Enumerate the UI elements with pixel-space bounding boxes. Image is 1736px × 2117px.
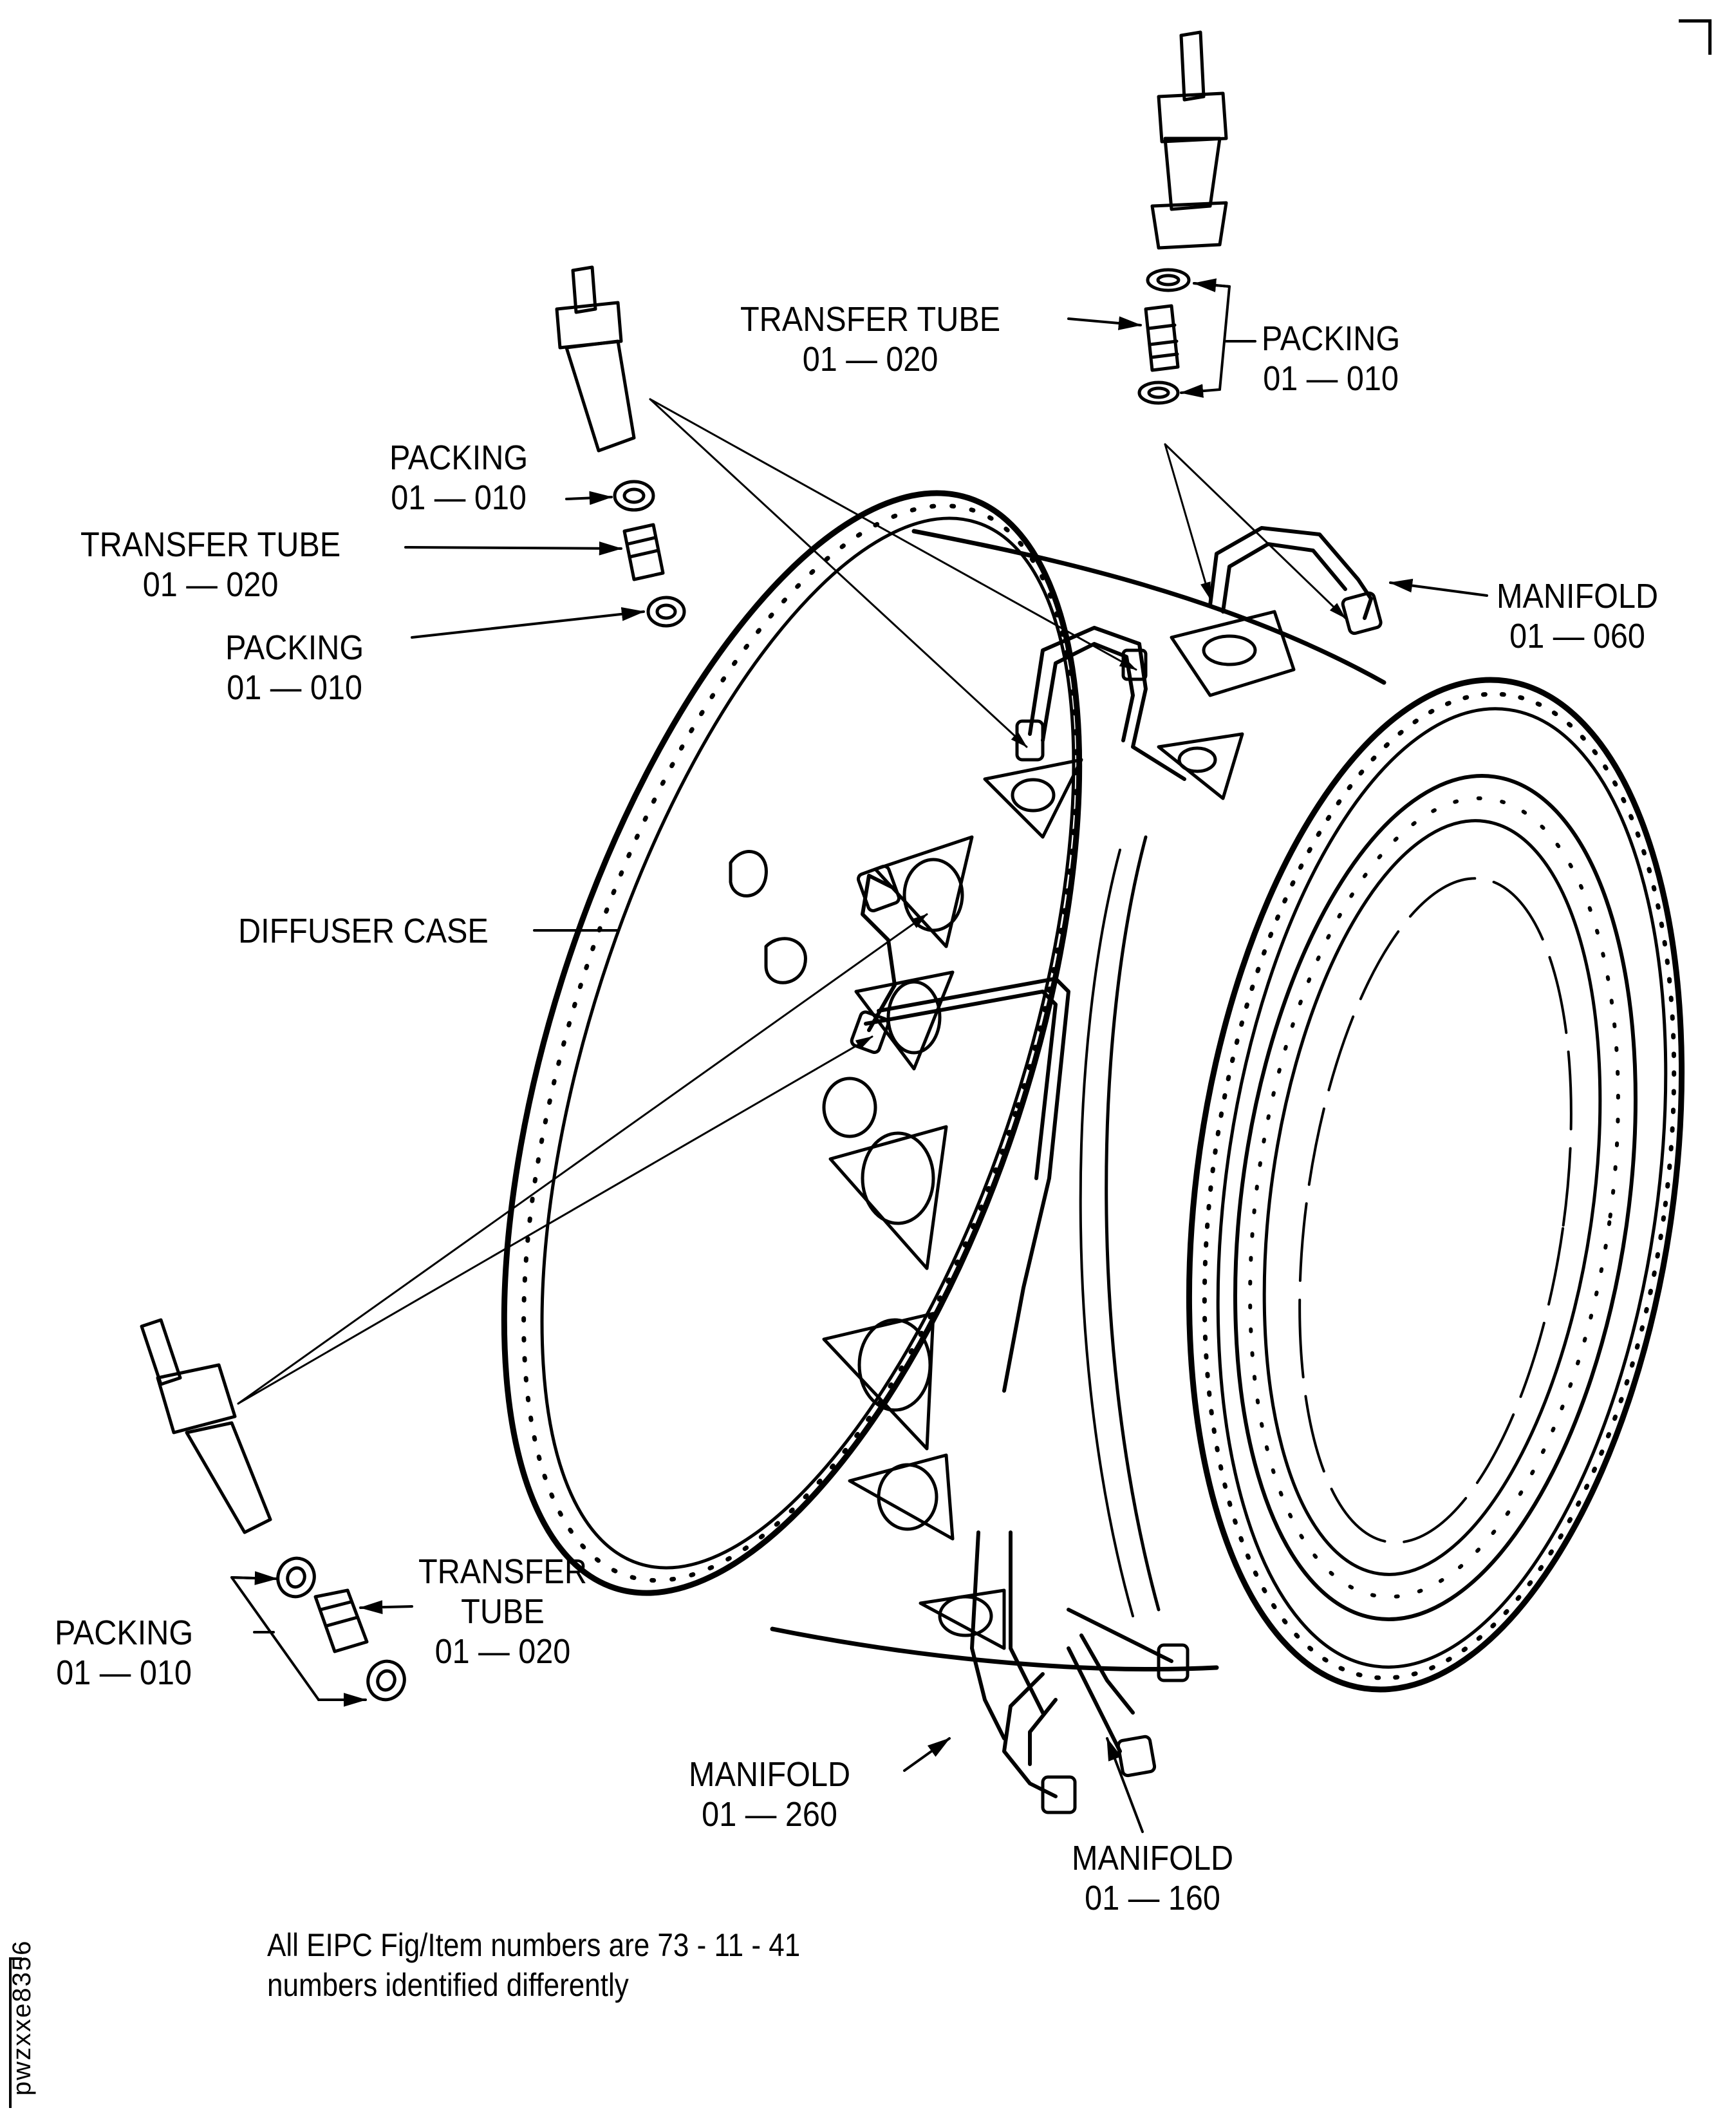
- part-number: 01 — 020: [802, 340, 938, 379]
- part-name: PACKING: [1262, 319, 1401, 358]
- note-line-2: numbers identified differently: [267, 1967, 629, 2003]
- packing-ring: [276, 1556, 316, 1599]
- exploded-fitting-bottom: [140, 1318, 406, 1702]
- callout-left-packing-lower: PACKING 01 — 010: [225, 628, 364, 708]
- part-name: PACKING: [389, 438, 528, 477]
- rear-flange-inner: [540, 516, 1076, 1570]
- packing-ring: [613, 480, 655, 512]
- part-name: PACKING: [225, 628, 364, 667]
- installation-lines: [237, 398, 1347, 1405]
- packing-ring: [1146, 268, 1191, 292]
- part-number: 01 — 010: [56, 1653, 192, 1692]
- callout-manifold-160: MANIFOLD 01 — 160: [1072, 1838, 1233, 1918]
- boss: [919, 1588, 1006, 1650]
- leader-left-packing-upper: [565, 491, 613, 505]
- part-name-line1: TRANSFER: [418, 1552, 587, 1591]
- case-shell-top: [911, 529, 1386, 685]
- manifold-tube-mid: [861, 874, 897, 1032]
- callout-left-packing-upper: PACKING 01 — 010: [389, 438, 528, 518]
- inner-flange-inner: [1262, 819, 1602, 1576]
- part-name: MANIFOLD: [1497, 577, 1659, 616]
- manifold-tube-upper: [1028, 626, 1186, 781]
- leader-left-transfer-tube: [404, 541, 622, 556]
- manifold-060-tube: [1208, 526, 1373, 620]
- lifting-lug: [729, 850, 768, 898]
- figure-note: All EIPC Fig/Item numbers are 73 - 11 - …: [267, 1925, 800, 2005]
- callout-leaders: [230, 278, 1488, 1833]
- exploded-fitting-top: [1137, 30, 1228, 405]
- boss: [822, 1312, 935, 1451]
- note-line-1: All EIPC Fig/Item numbers are 73 - 11 - …: [267, 1927, 801, 1963]
- front-flange-edge: [1105, 835, 1161, 1612]
- part-name: MANIFOLD: [689, 1755, 851, 1794]
- crop-mark-top-right: [1679, 19, 1712, 55]
- callout-top-transfer-tube: TRANSFER TUBE 01 — 020: [740, 299, 1000, 379]
- inner-flange-bolt-circle: [1248, 796, 1620, 1599]
- boss: [854, 970, 955, 1071]
- part-number: 01 — 010: [1263, 359, 1399, 398]
- boss: [828, 1125, 948, 1270]
- leader-bottom-packing: [230, 1576, 365, 1701]
- front-flange-outer: [1186, 677, 1685, 1693]
- case-shell-bottom: [770, 1626, 1219, 1671]
- leader-top-transfer-tube: [1067, 316, 1142, 330]
- leader-bottom-transfer-tube: [359, 1600, 413, 1614]
- callout-diffuser-case: DIFFUSER CASE: [238, 911, 489, 951]
- front-flange-mid: [1216, 707, 1668, 1669]
- callout-top-packing: PACKING 01 — 010: [1262, 319, 1400, 399]
- diffuser-case-body: [501, 490, 1685, 1693]
- boss: [983, 758, 1083, 839]
- transfer-tube: [622, 523, 665, 581]
- rear-flange-bolt-circle: [521, 503, 1079, 1583]
- part-name: PACKING: [55, 1614, 194, 1652]
- part-name: DIFFUSER CASE: [238, 912, 489, 950]
- figure-id: pwzxxe8356: [8, 1939, 36, 2096]
- boss: [1170, 610, 1296, 697]
- packing-ring: [646, 596, 686, 628]
- part-number: 01 — 020: [434, 1632, 571, 1671]
- drain-boss: [822, 1077, 877, 1138]
- nozzle-bosses: [729, 610, 1296, 1650]
- callout-bottom-packing: PACKING 01 — 010: [55, 1613, 193, 1693]
- exploded-fitting-left: [555, 265, 686, 628]
- callout-left-transfer-tube: TRANSFER TUBE 01 — 020: [80, 525, 341, 605]
- leader-top-packing: [1181, 282, 1256, 393]
- part-number: 01 — 010: [227, 668, 362, 707]
- inner-bore: [1298, 877, 1573, 1544]
- crop-mark-bottom-left: [9, 1957, 22, 2108]
- callout-manifold-060: MANIFOLD 01 — 060: [1497, 576, 1658, 656]
- boss: [848, 1453, 955, 1541]
- part-number: 01 — 260: [702, 1795, 837, 1834]
- transfer-tube: [1144, 304, 1180, 372]
- part-name: MANIFOLD: [1072, 1839, 1234, 1877]
- packing-ring: [1137, 381, 1180, 405]
- manifold-160-tube: [1067, 1646, 1122, 1753]
- inner-flange-outer: [1233, 774, 1638, 1621]
- boss: [873, 835, 974, 948]
- part-number: 01 — 060: [1509, 617, 1645, 655]
- callout-bottom-transfer-tube: TRANSFER TUBE 01 — 020: [418, 1552, 587, 1671]
- manifold-tube-lower: [970, 1530, 1006, 1740]
- rear-flange-outer: [501, 490, 1083, 1596]
- part-name: TRANSFER TUBE: [80, 525, 341, 564]
- part-number: 01 — 010: [391, 478, 527, 517]
- part-name-line2: TUBE: [461, 1592, 545, 1631]
- part-number: 01 — 020: [142, 565, 279, 604]
- part-name: TRANSFER TUBE: [740, 300, 1001, 339]
- leader-left-packing-lower: [411, 607, 645, 639]
- callout-manifold-260: MANIFOLD 01 — 260: [689, 1755, 850, 1834]
- packing-ring: [366, 1659, 406, 1702]
- leader-manifold-060: [1389, 578, 1488, 597]
- fuel-manifolds: [861, 526, 1373, 1798]
- transfer-tube: [313, 1588, 369, 1653]
- manifold-fittings: [850, 591, 1383, 1814]
- manifold-260-tube: [1002, 1672, 1058, 1798]
- part-number: 01 — 160: [1085, 1879, 1220, 1917]
- lifting-lug: [764, 937, 807, 984]
- front-flange-bolt-circle: [1202, 692, 1677, 1680]
- leader-manifold-260: [903, 1737, 951, 1772]
- boss: [1157, 732, 1244, 800]
- leader-manifold-160: [1106, 1737, 1144, 1833]
